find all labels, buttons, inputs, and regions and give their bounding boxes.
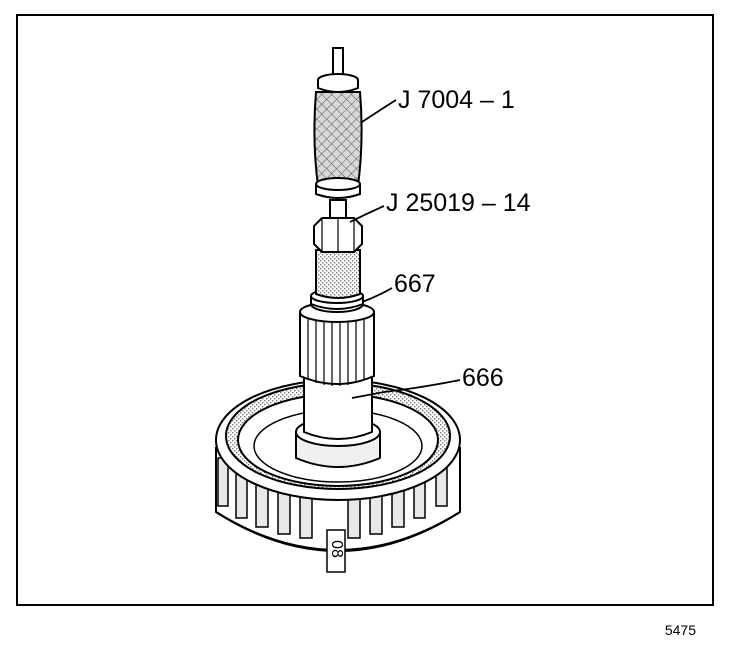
drum-marking-text: 08 (328, 540, 345, 558)
figure-number: 5475 (664, 622, 696, 638)
leader-667 (361, 287, 393, 303)
callout-j7004-1: J 7004 – 1 (398, 86, 515, 114)
drum-marking-plate (326, 529, 346, 573)
callout-667: 667 (394, 270, 436, 298)
callout-666: 666 (462, 364, 504, 392)
leader-j25019 (349, 205, 385, 223)
tool-adapter (313, 199, 363, 299)
tool-handle (313, 47, 363, 199)
leader-j7004 (361, 99, 397, 123)
callout-j25019-14: J 25019 – 14 (386, 189, 531, 217)
shaft (299, 288, 375, 440)
leader-lines (349, 99, 461, 399)
leader-666 (351, 379, 461, 399)
